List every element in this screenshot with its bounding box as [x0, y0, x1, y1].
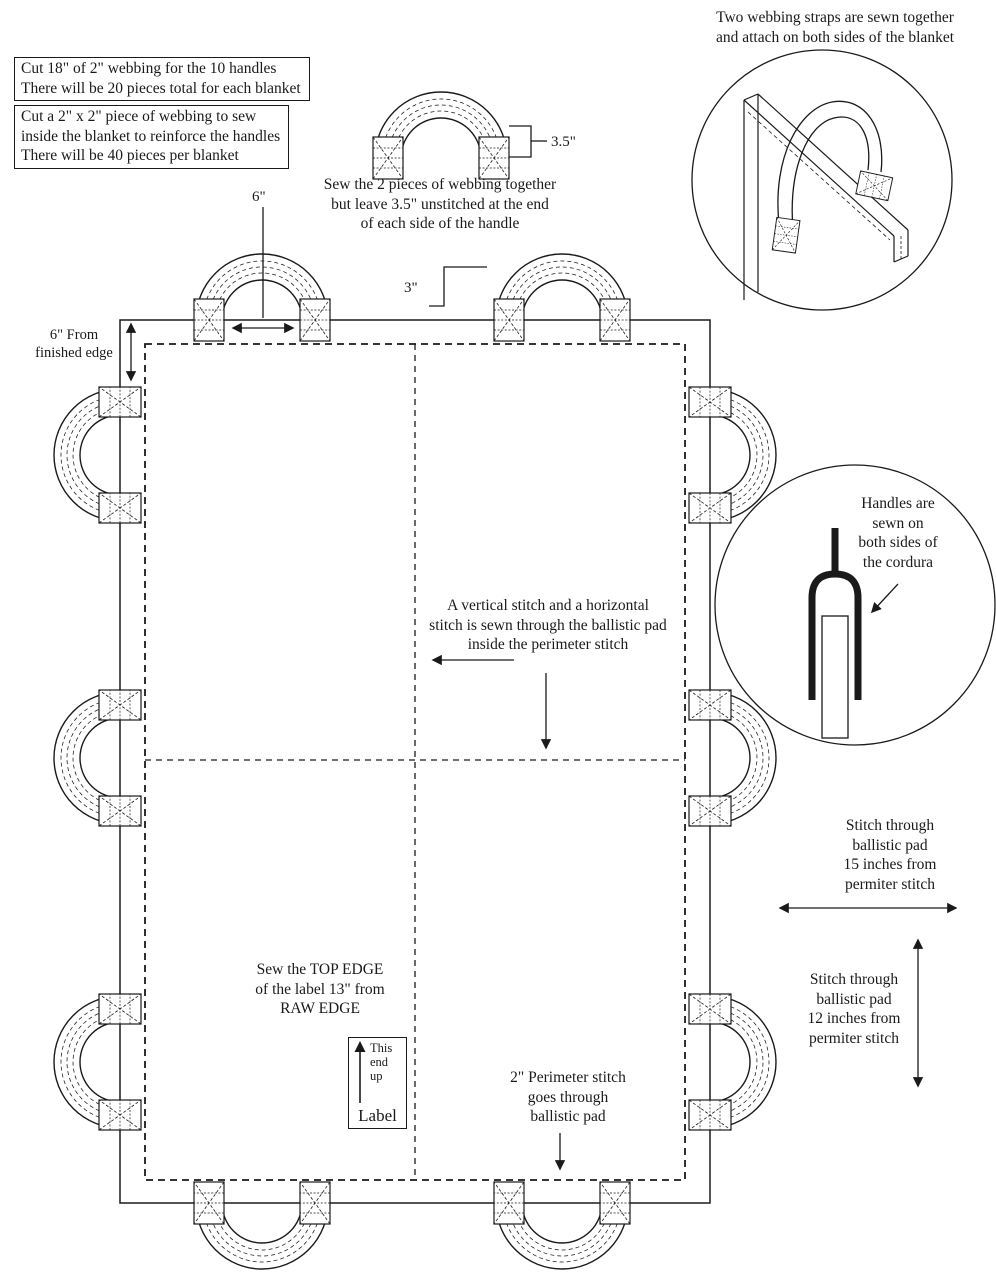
note-stitch-12: Stitch through ballistic pad 12 inches f…: [807, 971, 901, 1048]
handle-cross-section-circle: [714, 464, 996, 746]
dim-3-label: 3": [404, 280, 418, 296]
note-label-position: Sew the TOP EDGE of the label 13" from R…: [255, 961, 385, 1018]
note-finished-edge: 6" From finished edge: [35, 327, 113, 362]
dim-3-5-bracket: [509, 125, 532, 158]
note-handles-cordura: Handles are sewn on both sides of the co…: [858, 495, 938, 572]
dim-3-5-label: 3.5": [551, 134, 576, 150]
handle-fork: [808, 570, 862, 700]
up-arrow-icon: [354, 1041, 366, 1103]
note-straps-caption: Two webbing straps are sewn together and…: [715, 9, 955, 46]
note-cut-handles: Cut 18" of 2" webbing for the 10 handles…: [14, 57, 310, 102]
cordura-note-arrow: [870, 583, 899, 614]
label-orientation-text: This end up: [370, 1041, 393, 1083]
dim-6-label: 6": [252, 189, 266, 205]
note-center-stitch: A vertical stitch and a horizontal stitc…: [429, 597, 667, 654]
cordura-panel: [821, 615, 849, 739]
label-box: This end up Label: [348, 1037, 407, 1129]
strap-loop: [771, 100, 894, 254]
dimension-marks: [125, 125, 958, 1171]
note-sew-webbing: Sew the 2 pieces of webbing together but…: [323, 176, 557, 233]
note-perimeter: 2" Perimeter stitch goes through ballist…: [510, 1069, 626, 1126]
note-stitch-15: Stitch through ballistic pad 15 inches f…: [843, 817, 937, 894]
stitch-lines: [144, 343, 686, 1181]
strap-detail-circle: [691, 49, 953, 311]
note-cut-reinforce: Cut a 2" x 2" piece of webbing to sew in…: [14, 105, 290, 170]
handle-detail-drawing: [373, 92, 509, 179]
dim-3-bracket: [429, 266, 487, 307]
label-word: Label: [358, 1106, 397, 1126]
